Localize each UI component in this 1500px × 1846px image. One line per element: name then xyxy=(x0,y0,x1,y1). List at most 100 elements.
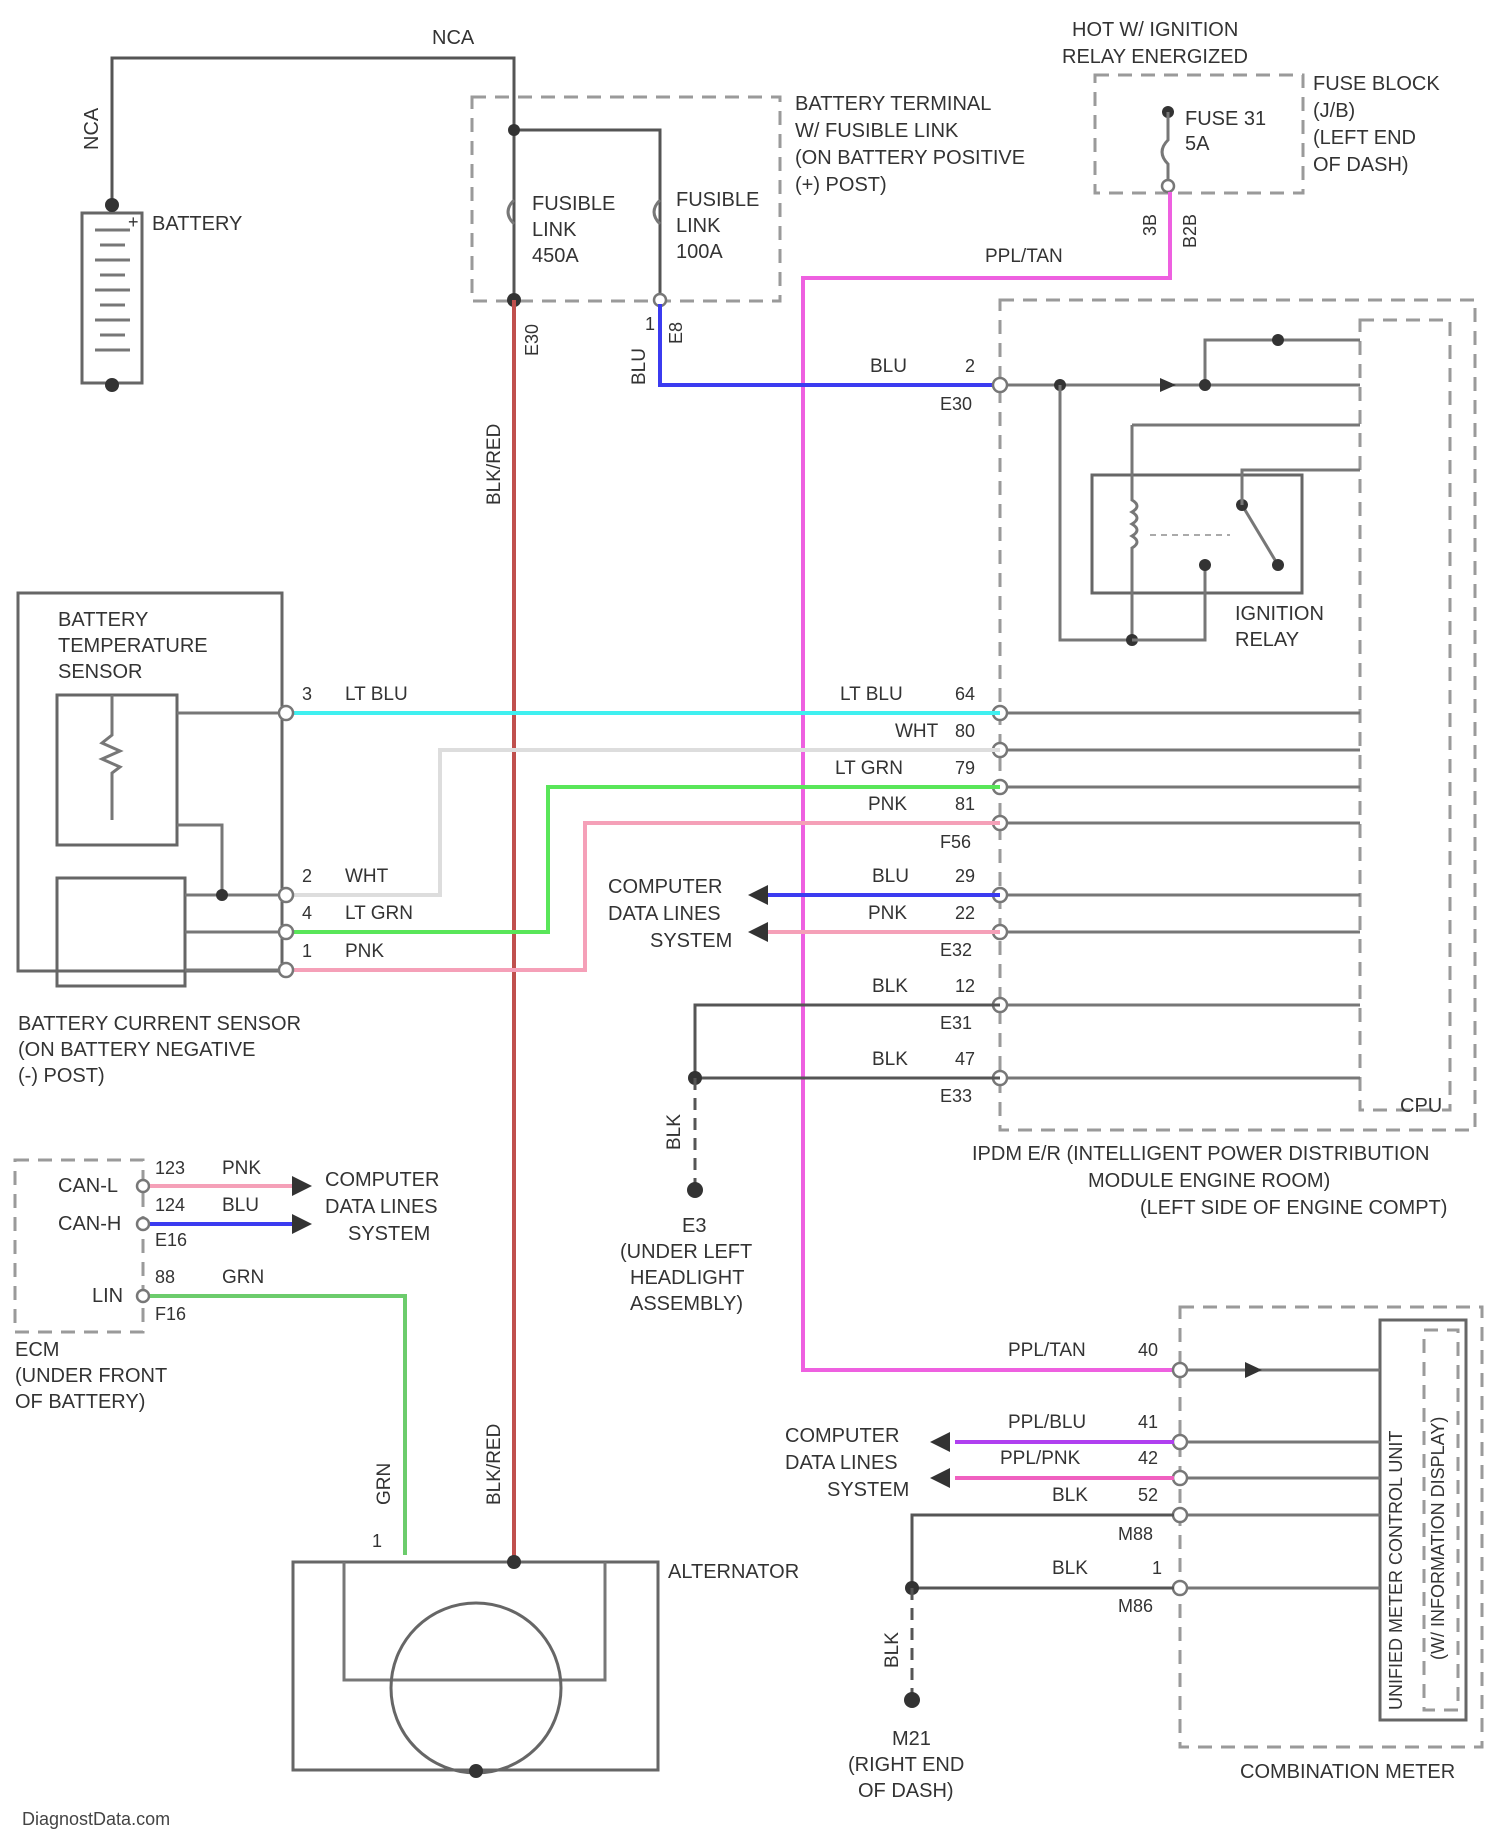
relay-label-1: IGNITION xyxy=(1235,603,1324,625)
ground-m21-icon xyxy=(904,1692,920,1708)
nca-top-label: NCA xyxy=(432,27,475,49)
meter-data-3: SYSTEM xyxy=(827,1479,909,1501)
temp-sensor-1: BATTERY xyxy=(58,609,148,631)
ecm-w123: PNK xyxy=(222,1158,261,1179)
ipdm-title-1: IPDM E/R (INTELLIGENT POWER DISTRIBUTION xyxy=(972,1143,1429,1165)
ipdm-row-2-wire: LT GRN xyxy=(835,758,903,779)
hot-ign-2: RELAY ENERGIZED xyxy=(1062,46,1248,68)
fusible-link-1-line1: FUSIBLE xyxy=(532,193,615,215)
blk-red-lower-label: BLK/RED xyxy=(484,1424,505,1505)
ipdm-row-4-wire: BLU xyxy=(872,866,909,887)
ipdm-data-1: COMPUTER xyxy=(608,876,722,898)
current-sensor-1: BATTERY CURRENT SENSOR xyxy=(18,1013,301,1035)
ecm-title-2: (UNDER FRONT xyxy=(15,1365,167,1387)
m21-loc-2: OF DASH) xyxy=(858,1780,954,1802)
ipdm-row-0-pin: 64 xyxy=(955,684,975,704)
blu-h-label: BLU xyxy=(870,356,907,377)
relay-label-2: RELAY xyxy=(1235,629,1299,651)
ecm-w88: GRN xyxy=(222,1267,264,1288)
ecm-conn1: E16 xyxy=(155,1230,187,1250)
ipdm-data-2: DATA LINES xyxy=(608,903,721,925)
meter-row-2-wire: PPL/PNK xyxy=(1000,1448,1081,1469)
ipdm-row-1-pin: 80 xyxy=(955,721,975,741)
ipdm-row-6-pin: 12 xyxy=(955,976,975,996)
watermark: DiagnostData.com xyxy=(22,1809,170,1829)
m21-loc-1: (RIGHT END xyxy=(848,1754,964,1776)
fuse-block-loc-2: (J/B) xyxy=(1313,100,1355,122)
cpu-label: CPU xyxy=(1400,1095,1442,1117)
sensor-p3w: LT BLU xyxy=(345,684,408,705)
ecm-title-1: ECM xyxy=(15,1339,59,1361)
ppl-tan-top-label: PPL/TAN xyxy=(985,246,1063,267)
current-sensor-2: (ON BATTERY NEGATIVE xyxy=(18,1039,255,1061)
meter-vertical-2: (W/ INFORMATION DISPLAY) xyxy=(1428,1417,1448,1660)
temp-sensor-3: SENSOR xyxy=(58,661,142,683)
ecm-data-3: SYSTEM xyxy=(348,1223,430,1245)
e3-loc-2: HEADLIGHT xyxy=(630,1267,744,1289)
ipdm-row-5-wire: PNK xyxy=(868,903,907,924)
fuse-block-loc-3: (LEFT END xyxy=(1313,127,1416,149)
ipdm-row-4-pin: 29 xyxy=(955,866,975,886)
meter-row-1-wire: PPL/BLU xyxy=(1008,1412,1086,1433)
meter-blk2: BLK xyxy=(1052,1558,1088,1579)
alternator-label: ALTERNATOR xyxy=(668,1561,799,1583)
fusible-link-2-line3: 100A xyxy=(676,241,723,263)
m21-wire: BLK xyxy=(882,1632,903,1668)
ipdm-row-2-pin: 79 xyxy=(955,758,975,778)
ipdm-row-6-conn: E31 xyxy=(940,1013,972,1033)
sensor-p4: 4 xyxy=(302,903,312,923)
hot-ign-1: HOT W/ IGNITION xyxy=(1072,19,1238,41)
ipdm-row-5-pin: 22 xyxy=(955,903,975,923)
sensor-p3: 3 xyxy=(302,684,312,704)
meter-row-3-wire: BLK xyxy=(1052,1485,1088,1506)
e3-wire: BLK xyxy=(664,1114,685,1150)
fusible-link-2-line2: LINK xyxy=(676,215,721,237)
fusible-link-1-line2: LINK xyxy=(532,219,577,241)
sensor-p2: 2 xyxy=(302,866,312,886)
meter-row-0-wire: PPL/TAN xyxy=(1008,1340,1086,1361)
fusible-title-4: (+) POST) xyxy=(795,174,887,196)
sensor-p4w: LT GRN xyxy=(345,903,413,924)
alt-pin: 1 xyxy=(372,1531,382,1551)
e3-id: E3 xyxy=(682,1215,706,1237)
meter-row-3-pin: 52 xyxy=(1138,1485,1158,1505)
blu-v-label: BLU xyxy=(629,348,650,385)
blu-h-conn: E30 xyxy=(940,394,972,414)
meter-row-0-pin: 40 xyxy=(1138,1340,1158,1360)
ipdm-title-3: (LEFT SIDE OF ENGINE COMPT) xyxy=(1140,1197,1447,1219)
ipdm-row-0-wire: LT BLU xyxy=(840,684,903,705)
fusible-link-2-line1: FUSIBLE xyxy=(676,189,759,211)
meter-data-2: DATA LINES xyxy=(785,1452,898,1474)
ecm-data-1: COMPUTER xyxy=(325,1169,439,1191)
ground-e3-icon xyxy=(687,1182,703,1198)
ipdm-row-5-conn: E32 xyxy=(940,940,972,960)
ecm-title-3: OF BATTERY) xyxy=(15,1391,145,1413)
ecm-canh: CAN-H xyxy=(58,1213,121,1235)
meter-row-1-pin: 41 xyxy=(1138,1412,1158,1432)
ipdm-row-7-wire: BLK xyxy=(872,1049,908,1070)
ipdm-row-1-wire: WHT xyxy=(895,721,939,742)
current-sensor-3: (-) POST) xyxy=(18,1065,105,1087)
blu-h-pin: 2 xyxy=(965,356,975,376)
blu-conn: E8 xyxy=(666,322,686,344)
nca-left-label: NCA xyxy=(81,107,103,150)
alt-grn-label: GRN xyxy=(374,1463,395,1505)
fusible-link-1-line3: 450A xyxy=(532,245,579,267)
fuse-31-amps: 5A xyxy=(1185,133,1210,155)
m21-id: M21 xyxy=(892,1728,931,1750)
ipdm-row-3-wire: PNK xyxy=(868,794,907,815)
meter-conn2: M86 xyxy=(1118,1596,1153,1616)
ecm-canl: CAN-L xyxy=(58,1175,118,1197)
blk-red-upper-label: BLK/RED xyxy=(484,424,505,505)
fuse-31-label: FUSE 31 xyxy=(1185,108,1266,130)
ipdm-row-3-pin: 81 xyxy=(955,794,975,814)
ipdm-title-2: MODULE ENGINE ROOM) xyxy=(1088,1170,1330,1192)
e3-loc-3: ASSEMBLY) xyxy=(630,1293,743,1315)
fuse-block-loc-4: OF DASH) xyxy=(1313,154,1409,176)
ipdm-data-3: SYSTEM xyxy=(650,930,732,952)
ecm-p124: 124 xyxy=(155,1195,185,1215)
ipdm-row-7-conn: E33 xyxy=(940,1086,972,1106)
ecm-conn2: F16 xyxy=(155,1304,186,1324)
ipdm-row-6-wire: BLK xyxy=(872,976,908,997)
